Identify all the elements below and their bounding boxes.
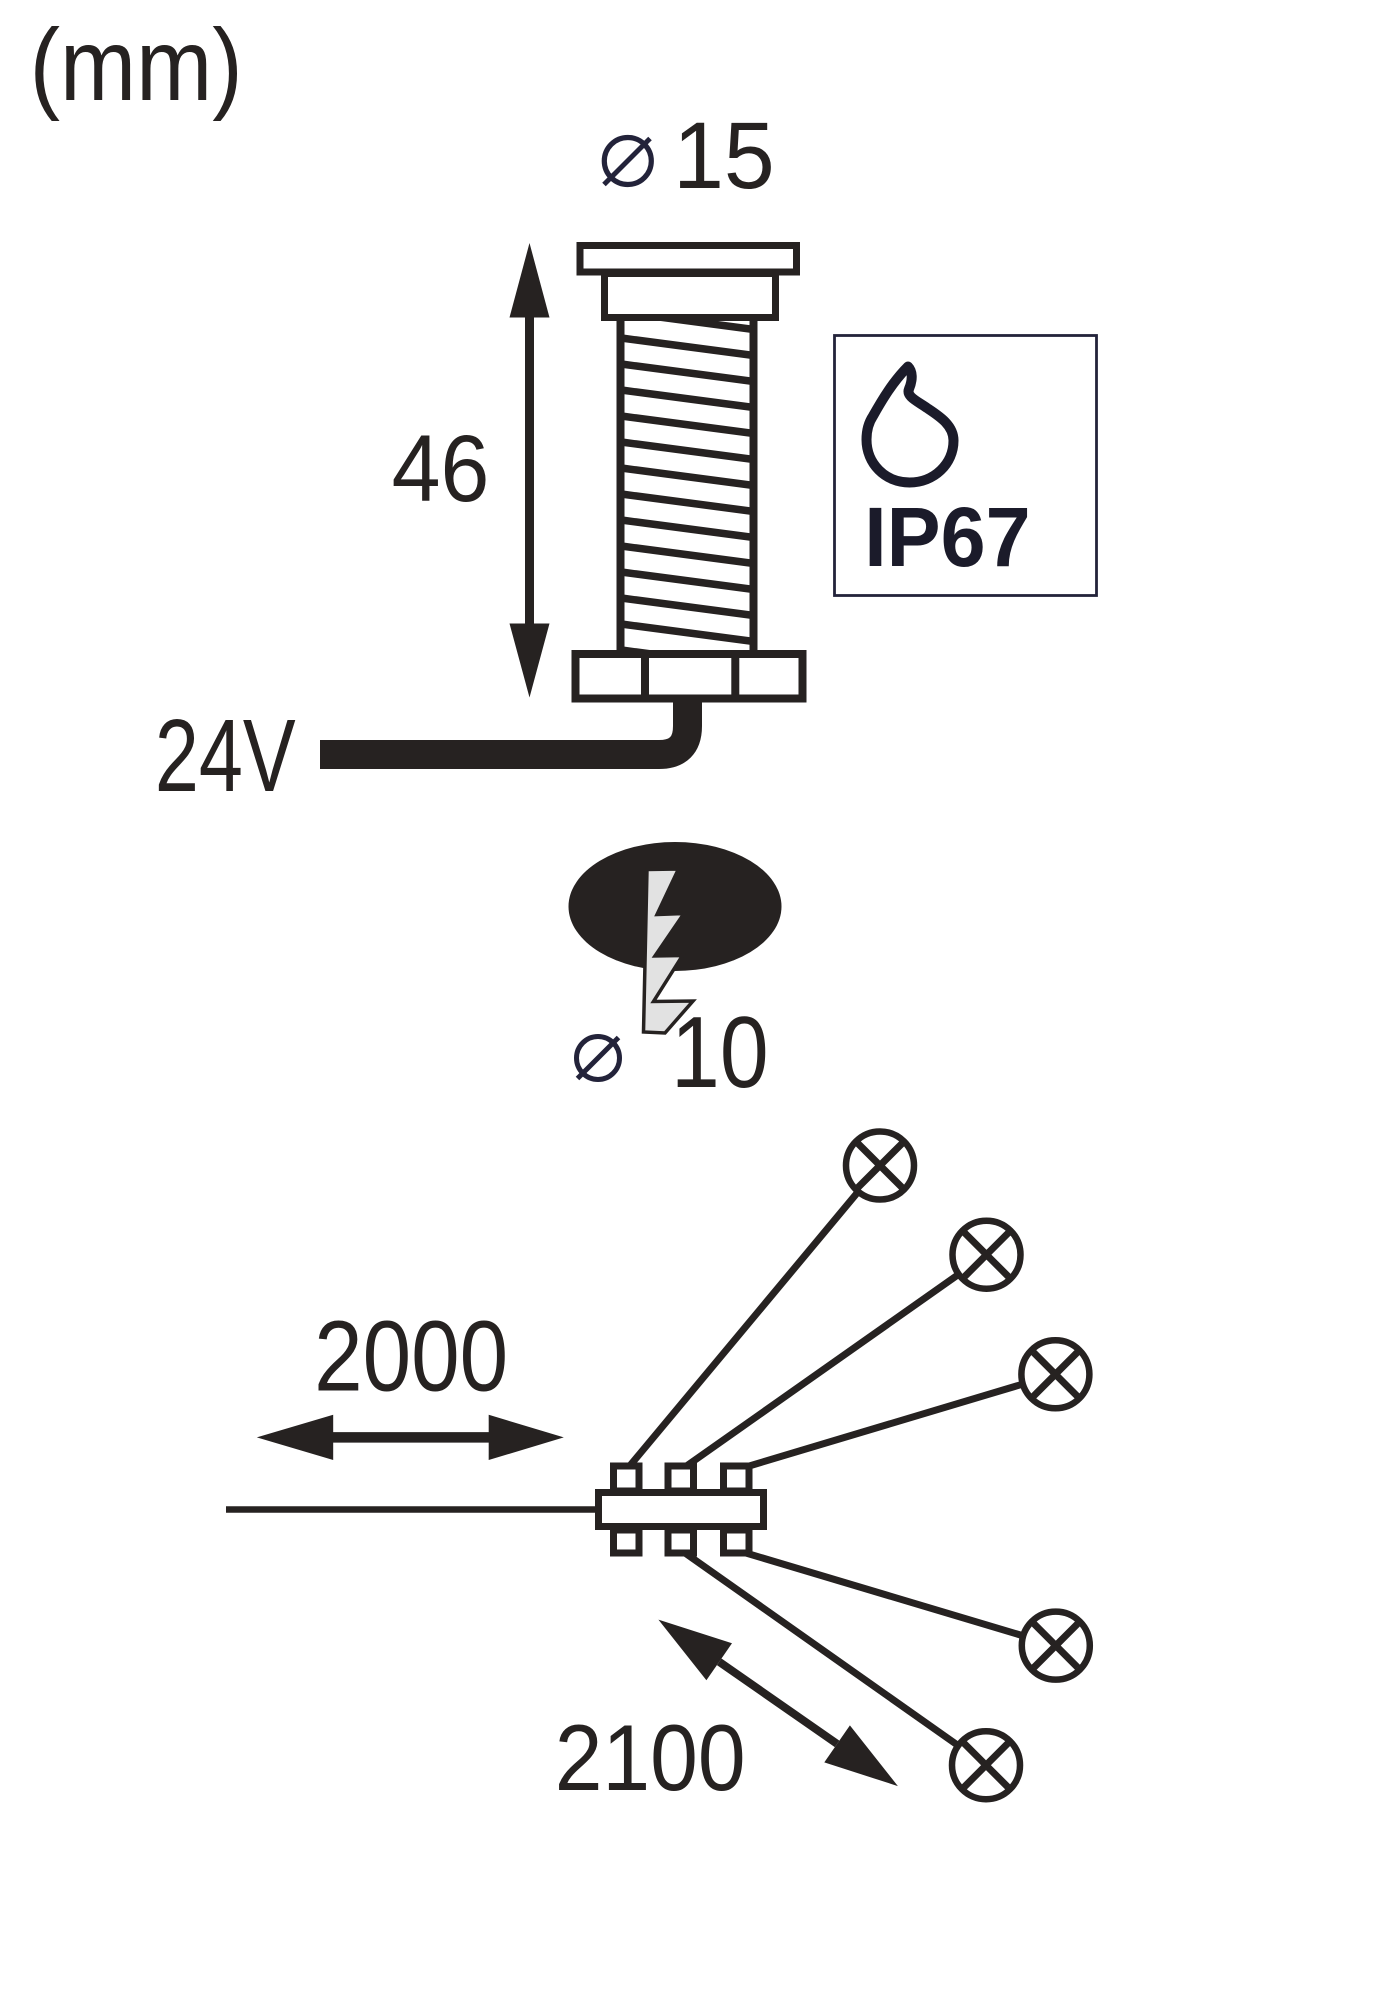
- svg-text:(mm): (mm): [30, 7, 243, 122]
- svg-text:24V: 24V: [155, 699, 296, 813]
- svg-text:2000: 2000: [314, 1300, 508, 1412]
- svg-text:IP67: IP67: [864, 491, 1030, 585]
- svg-text:15: 15: [673, 102, 775, 208]
- svg-text:10: 10: [671, 996, 769, 1109]
- svg-text:46: 46: [392, 416, 490, 522]
- svg-text:2100: 2100: [555, 1706, 746, 1810]
